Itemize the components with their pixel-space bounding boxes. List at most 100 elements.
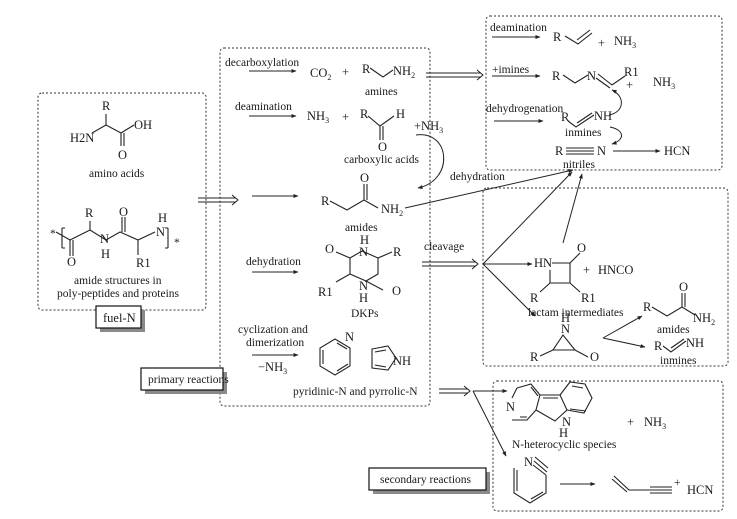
peptide-n-label: N bbox=[100, 232, 109, 246]
enyne-structure: + HCN bbox=[611, 475, 713, 497]
pyrrole-nh-label: NH bbox=[393, 354, 411, 368]
pyridinic-pyrrolic-caption: pyridinic-N and pyrrolic-N bbox=[293, 386, 418, 398]
dkp-n-label-1: N bbox=[359, 245, 368, 259]
imine-nh3-label: NH3 bbox=[653, 75, 675, 91]
cleavage-amides-caption: amides bbox=[657, 324, 690, 336]
nitrile-deamination-nh3: NH3 bbox=[614, 34, 636, 50]
aziridinone-structure: H N R O bbox=[530, 311, 599, 364]
amino-acid-hydroxyl-label: OH bbox=[134, 118, 152, 132]
nh3-addition-curved-arrow bbox=[415, 134, 445, 189]
nitrile-deamination-plus: + bbox=[598, 36, 605, 50]
nitrile-deamination-label: deamination bbox=[490, 22, 547, 34]
to-ring-opening-arrow bbox=[472, 390, 507, 457]
dkp-r-label: R bbox=[393, 245, 402, 259]
cyclization-minus-nh3: −NH3 bbox=[258, 360, 287, 376]
amides-caption: amides bbox=[345, 222, 378, 234]
inmine-to-nitrile-curved-arrow bbox=[609, 126, 622, 145]
lactam-intermediates-caption: lactam intermediates bbox=[528, 307, 624, 319]
lactam-plus: + bbox=[583, 263, 590, 277]
dkp-r1-label: R1 bbox=[318, 285, 333, 299]
secondary-reactions-label: secondary reactions bbox=[368, 467, 490, 494]
amine-r-label: R bbox=[362, 62, 371, 76]
dkp-o-label-2: O bbox=[392, 284, 401, 298]
cleavage-inmine-nh-label: NH bbox=[686, 336, 704, 350]
dehydration-to-nitriles-label: dehydration bbox=[450, 171, 505, 183]
secondary-reactions-label-text: secondary reactions bbox=[380, 474, 472, 486]
amines-caption: amines bbox=[365, 86, 398, 98]
amino-acid-r-label: R bbox=[102, 99, 111, 113]
secondary-products-group-box bbox=[492, 380, 724, 512]
carboline-nh-n-label: N bbox=[562, 415, 571, 429]
nitrile-n-label: N bbox=[597, 144, 606, 158]
cleavage-inmine-r-label: R bbox=[654, 339, 663, 353]
nitrile-r-label: R bbox=[555, 144, 564, 158]
peptide-star-right: * bbox=[174, 237, 180, 249]
cleavage-double-arrow bbox=[422, 258, 479, 270]
pyridine-structure: N bbox=[319, 330, 354, 376]
dkp-dehydration-label: dehydration bbox=[246, 256, 301, 268]
cleavage-amide-r-label: R bbox=[643, 300, 652, 314]
aziridinone-to-inmines-arrow bbox=[602, 337, 646, 349]
lactam-hn-label: HN bbox=[534, 256, 552, 270]
cleavage-to-nitriles-arrow bbox=[482, 171, 573, 265]
nitriles-caption: nitriles bbox=[563, 159, 595, 171]
aldehyde-h-label: H bbox=[396, 107, 405, 121]
lactam-r-label: R bbox=[530, 291, 539, 305]
lactam-structure: HN O R R1 + HNCO lactam intermediates bbox=[528, 241, 633, 319]
carboline-n-label: N bbox=[506, 400, 515, 414]
cyclization-label-line1: cyclization and bbox=[238, 324, 308, 336]
carboline-nh-h-label: H bbox=[559, 426, 568, 440]
lactam-hnco-label: HNCO bbox=[598, 263, 633, 277]
carboline-plus: + bbox=[627, 415, 634, 429]
amide-nh2-label: NH2 bbox=[381, 202, 403, 218]
aziridinone-o-label: O bbox=[590, 350, 599, 364]
imine-condensation-curved-arrow bbox=[608, 89, 622, 116]
dkp-n-label-2: N bbox=[359, 279, 368, 293]
deamination-label: deamination bbox=[235, 101, 292, 113]
aziridinone-r-label: R bbox=[530, 350, 539, 364]
aziridinone-h-label: H bbox=[561, 311, 570, 325]
nitrile-pathways-group-box bbox=[485, 15, 723, 171]
alkene-r-label: R bbox=[553, 30, 562, 44]
lactam-o-label: O bbox=[577, 241, 586, 255]
nitrile-hcn-label: HCN bbox=[664, 144, 690, 158]
fuel-to-primary-arrow bbox=[198, 194, 239, 206]
deamination-nh3-label: NH3 bbox=[307, 109, 329, 125]
inmine-nh-label: NH bbox=[594, 109, 612, 123]
decarboxylation-label: decarboxylation bbox=[225, 57, 299, 69]
dkp-o-label-1: O bbox=[325, 242, 334, 256]
aziridinone-to-amides-arrow bbox=[602, 315, 643, 339]
cleavage-label: cleavage bbox=[424, 241, 464, 253]
cleavage-amide-structure: R O NH2 amides bbox=[643, 280, 715, 336]
to-secondary-double-arrow bbox=[439, 385, 471, 397]
deamination-plus: + bbox=[342, 110, 349, 124]
enyne-plus: + bbox=[674, 477, 681, 489]
carboxylic-acids-caption: carboxylic acids bbox=[344, 154, 420, 166]
pyrrole-structure: NH bbox=[371, 345, 411, 371]
primary-reactions-group-box bbox=[219, 47, 431, 407]
peptide-caption-line1: amide structures in bbox=[74, 275, 162, 287]
peptide-star-left: * bbox=[50, 228, 56, 240]
cleavage-amide-o-label: O bbox=[679, 280, 688, 294]
cleavage-inmine-structure: R NH inmines bbox=[654, 336, 704, 367]
imine-r-label: R bbox=[552, 69, 561, 83]
amides-to-nitriles-arrow bbox=[404, 169, 574, 209]
aziridinone-n-label: N bbox=[561, 322, 570, 336]
inmines-caption: inmines bbox=[565, 127, 602, 139]
peptide-h-label: H bbox=[101, 247, 110, 261]
primary-reactions-label: primary reactions bbox=[140, 367, 229, 394]
inmine-r-label: R bbox=[561, 110, 570, 124]
amino-acid-structure: R H2N OH O amino acids bbox=[70, 99, 152, 180]
amino-acids-caption: amino acids bbox=[89, 168, 145, 180]
imine-n-label: N bbox=[587, 69, 596, 83]
dkps-caption: DKPs bbox=[351, 308, 379, 320]
cleavage-amide-nh2-label: NH2 bbox=[693, 311, 715, 327]
peptide-n-right-label: N bbox=[156, 225, 165, 239]
amide-o-label: O bbox=[360, 171, 369, 185]
fuel-n-label: fuel-N bbox=[95, 305, 145, 332]
nh3-addition-label: +NH3 bbox=[414, 119, 443, 135]
imines-label: +imines bbox=[492, 64, 530, 76]
aldehyde-r-label: R bbox=[360, 107, 369, 121]
aldehyde-o-label: O bbox=[378, 140, 387, 154]
